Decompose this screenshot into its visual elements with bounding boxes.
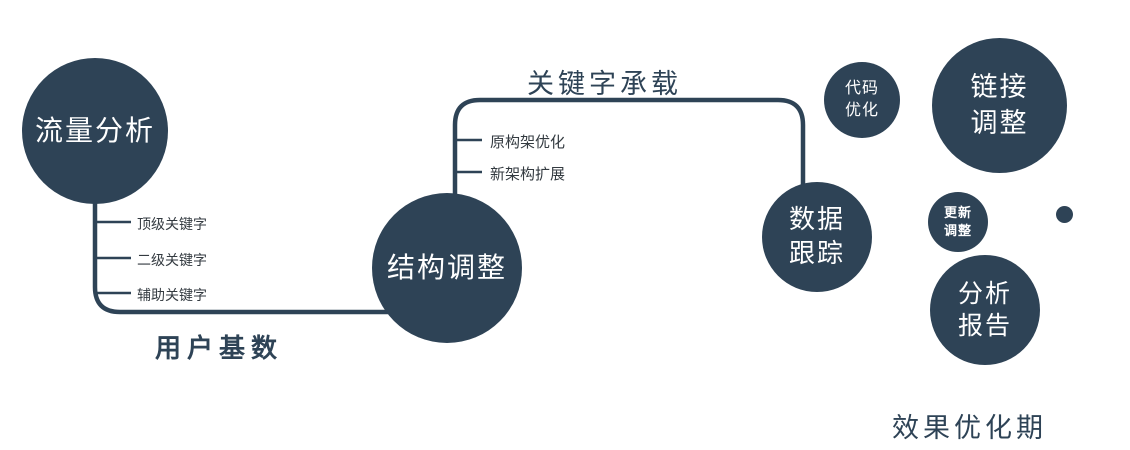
footer-label: 效果优化期 xyxy=(892,413,1047,443)
node-label: 跟踪 xyxy=(788,238,845,268)
node-label: 优化 xyxy=(844,102,879,119)
node-analysis-report: 分析 报告 xyxy=(930,255,1040,365)
node-label: 链接 xyxy=(970,72,1029,103)
connector-structure-ticks xyxy=(455,138,482,174)
node-code-optimization: 代码 优化 xyxy=(824,62,900,138)
edge-label-keyword-carry: 关键字承载 xyxy=(527,69,682,99)
node-label: 报告 xyxy=(957,312,1012,340)
connector-traffic-ticks xyxy=(95,220,131,295)
edge-label-user-base: 用户基数 xyxy=(155,333,284,363)
branch-label-secondary-keywords: 二级关键字 xyxy=(137,252,207,268)
connector-traffic-structure xyxy=(92,196,388,315)
node-traffic-analysis: 流量分析 xyxy=(22,58,168,204)
node-data-tracking: 数据 跟踪 xyxy=(762,182,872,292)
branch-label-new-architecture: 新架构扩展 xyxy=(490,166,566,183)
node-label: 代码 xyxy=(844,80,879,98)
node-update-adjustment: 更新 调整 xyxy=(928,192,988,252)
node-label: 流量分析 xyxy=(34,115,155,147)
node-label: 结构调整 xyxy=(386,252,507,284)
node-small-dot xyxy=(1056,206,1073,223)
node-label: 更新 xyxy=(943,205,972,221)
branch-label-auxiliary-keywords: 辅助关键字 xyxy=(137,287,207,303)
node-label: 数据 xyxy=(788,204,845,235)
node-link-adjustment: 链接 调整 xyxy=(932,38,1067,173)
node-label: 调整 xyxy=(943,223,972,238)
node-label: 分析 xyxy=(957,279,1012,308)
node-structure-adjustment: 结构调整 xyxy=(372,193,522,343)
branch-label-top-keywords: 顶级关键字 xyxy=(137,216,207,232)
branch-label-original-architecture: 原构架优化 xyxy=(490,134,566,151)
node-label: 调整 xyxy=(970,107,1029,138)
connector-structure-tracking xyxy=(452,97,806,196)
